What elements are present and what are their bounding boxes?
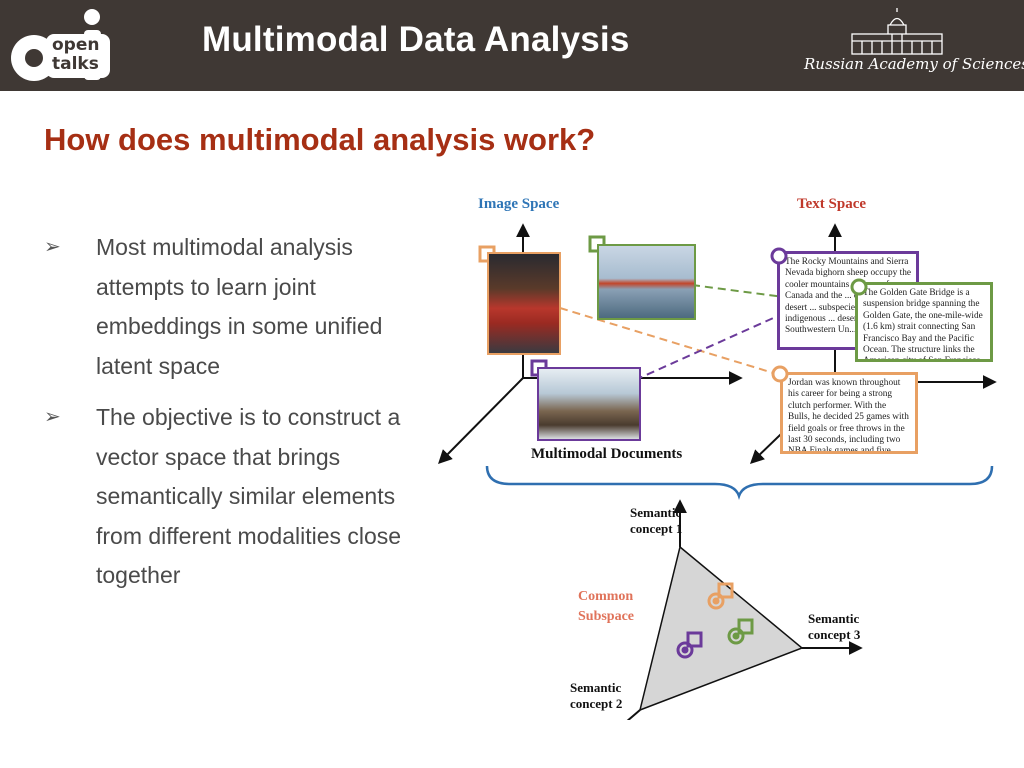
bighorn-sheep-photo — [537, 367, 641, 441]
orange-embedding-icon — [707, 582, 734, 610]
multimodal-documents-label: Multimodal Documents — [531, 446, 683, 462]
arrow-bullet-icon: ➢ — [44, 406, 61, 428]
bullet-item: ➢ The objective is to construct a vector… — [44, 398, 424, 596]
subspace-line1: Common — [578, 589, 634, 604]
text-doc-jordan: Jordan was known throughout his career f… — [780, 372, 918, 454]
logo-text-open: open — [52, 35, 100, 55]
common-subspace-label: Common Subspace — [578, 587, 634, 627]
concept2-line2: concept 2 — [570, 696, 623, 711]
academy-building-icon — [851, 8, 943, 55]
subspace-line2: Subspace — [578, 609, 635, 624]
bullet-list: ➢ Most multimodal analysis attempts to l… — [44, 228, 424, 608]
concept2-line1: Semantic — [570, 680, 622, 695]
basketball-player-photo — [487, 252, 561, 355]
green-embedding-icon — [727, 618, 754, 645]
bullet-item: ➢ Most multimodal analysis attempts to l… — [44, 228, 424, 386]
arrow-bullet-icon: ➢ — [44, 236, 61, 258]
slide-subtitle: How does multimodal analysis work? — [44, 122, 596, 157]
concept3-line1: Semantic — [808, 611, 860, 626]
bullet-text: Most multimodal analysis attempts to lea… — [96, 234, 383, 379]
header-title: Multimodal Data Analysis — [202, 20, 630, 59]
text-space-label: Text Space — [797, 196, 867, 212]
logo-text-talks: talks — [52, 54, 99, 74]
purple-embedding-icon — [676, 631, 703, 659]
header-bar — [0, 0, 1024, 91]
brace-icon — [485, 465, 994, 500]
concept3-label: Semantic concept 3 — [808, 611, 860, 643]
purple-link-line — [634, 314, 781, 381]
multimodal-diagram: The Rocky Mountains and Sierra Nevada bi… — [430, 190, 1024, 720]
concept2-label: Semantic concept 2 — [570, 680, 622, 712]
common-subspace-triangle — [638, 545, 804, 712]
concept2-axis — [626, 709, 641, 720]
text-doc-golden-gate: The Golden Gate Bridge is a suspension b… — [855, 282, 993, 362]
concept1-line1: Semantic — [630, 505, 682, 520]
concept1-line2: concept 1 — [630, 521, 683, 536]
concept3-line2: concept 3 — [808, 627, 861, 642]
concept1-label: Semantic concept 1 — [630, 505, 682, 537]
image-space-label: Image Space — [478, 196, 560, 212]
bullet-text: The objective is to construct a vector s… — [96, 404, 402, 588]
green-link-line — [691, 284, 861, 308]
golden-gate-photo — [597, 244, 696, 320]
academy-name: Russian Academy of Sciences — [804, 55, 1024, 73]
open-talks-logo — [11, 9, 110, 81]
